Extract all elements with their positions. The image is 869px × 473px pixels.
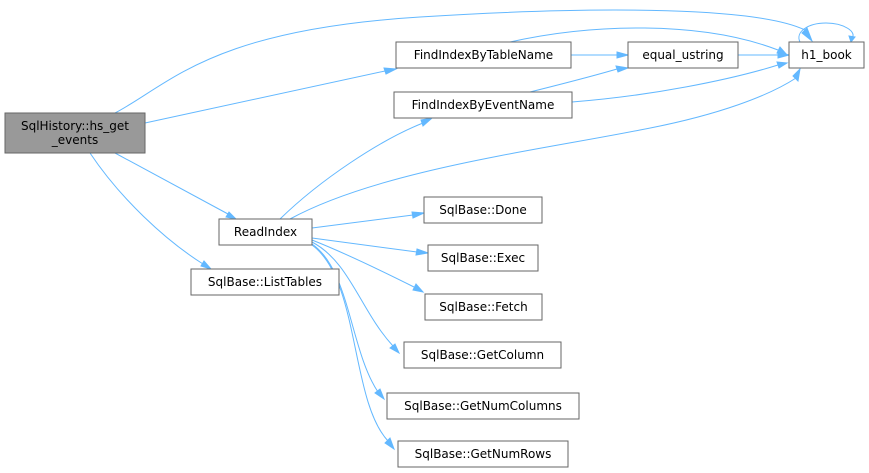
node-list-tables[interactable]: SqlBase::ListTables xyxy=(190,268,340,296)
edge-line xyxy=(311,241,394,347)
node-get-num-columns[interactable]: SqlBase::GetNumColumns xyxy=(386,392,580,420)
nodes-layer: SqlHistory::hs_get_events FindIndexByTabl… xyxy=(4,41,865,468)
node-label: ReadIndex xyxy=(234,225,297,239)
edge-line xyxy=(311,239,415,288)
edge-read_index-to-get_num_columns xyxy=(311,243,386,401)
edge-root-to-read_index xyxy=(114,152,238,220)
edge-line xyxy=(144,70,386,124)
arrow-head-icon xyxy=(616,51,630,59)
node-box xyxy=(395,41,572,69)
node-box xyxy=(397,440,569,468)
arrow-head-icon xyxy=(792,67,801,83)
node-label: h1_book xyxy=(801,48,852,62)
node-label: _events xyxy=(51,133,98,147)
arrow-head-icon xyxy=(383,67,398,75)
edge-line xyxy=(571,64,779,103)
edge-line xyxy=(311,214,414,229)
edge-find_table-to-equal_ustring xyxy=(571,51,630,59)
edge-find_event-to-h1_book xyxy=(571,61,789,103)
arrow-head-icon xyxy=(389,343,401,355)
node-label: SqlBase::GetColumn xyxy=(421,348,544,362)
edge-read_index-to-get_num_rows xyxy=(311,244,395,451)
node-equal-ustring[interactable]: equal_ustring xyxy=(627,41,739,69)
arrow-head-icon xyxy=(374,388,386,401)
edge-read_index-to-find_event xyxy=(279,117,434,220)
node-box xyxy=(4,112,146,154)
arrow-head-icon xyxy=(411,211,426,219)
node-get-num-rows[interactable]: SqlBase::GetNumRows xyxy=(397,440,569,468)
arrow-head-icon xyxy=(777,51,791,59)
node-find-event[interactable]: FindIndexByEventName xyxy=(393,91,573,119)
node-find-table[interactable]: FindIndexByTableName xyxy=(395,41,572,69)
edge-line xyxy=(114,152,229,215)
edge-line xyxy=(311,243,379,393)
edge-line xyxy=(798,22,854,43)
arrow-head-icon xyxy=(420,117,434,127)
node-box xyxy=(627,41,739,69)
node-label: equal_ustring xyxy=(642,48,723,62)
edges-layer xyxy=(89,9,856,451)
arrow-head-icon xyxy=(412,283,425,293)
edge-read_index-to-exec xyxy=(311,237,430,256)
edge-read_index-to-done xyxy=(311,211,426,229)
edge-line xyxy=(311,244,389,442)
edge-line xyxy=(289,77,797,220)
node-label: SqlBase::GetNumColumns xyxy=(404,399,562,413)
edge-read_index-to-h1_book xyxy=(289,67,801,220)
edge-line xyxy=(114,9,806,114)
node-fetch[interactable]: SqlBase::Fetch xyxy=(424,293,543,321)
node-exec[interactable]: SqlBase::Exec xyxy=(427,244,539,272)
node-label: SqlHistory::hs_get xyxy=(21,119,129,133)
edge-line xyxy=(311,237,418,253)
node-done[interactable]: SqlBase::Done xyxy=(423,196,543,224)
edge-read_index-to-fetch xyxy=(311,239,425,293)
node-label: SqlBase::Exec xyxy=(441,251,525,265)
edge-root-to-find_table xyxy=(144,67,398,124)
node-box xyxy=(386,392,580,420)
edge-root-to-list_tables xyxy=(89,152,213,270)
node-label: SqlBase::GetNumRows xyxy=(415,447,552,461)
arrow-head-icon xyxy=(801,27,814,43)
node-label: FindIndexByTableName xyxy=(414,48,553,62)
node-box xyxy=(423,196,543,224)
node-label: SqlBase::Fetch xyxy=(439,300,527,314)
node-box xyxy=(788,41,865,69)
node-box xyxy=(403,341,562,369)
edge-line xyxy=(89,152,204,265)
edge-root-to-h1_book xyxy=(114,9,814,114)
node-label: FindIndexByEventName xyxy=(412,98,555,112)
edge-equal_ustring-to-h1_book xyxy=(738,51,791,59)
node-box xyxy=(427,244,539,272)
node-read-index[interactable]: ReadIndex xyxy=(218,218,313,246)
node-root[interactable]: SqlHistory::hs_get_events xyxy=(4,112,146,154)
node-box xyxy=(424,293,543,321)
arrow-head-icon xyxy=(225,211,238,220)
node-label: SqlBase::ListTables xyxy=(208,275,322,289)
edge-read_index-to-get_column xyxy=(311,241,401,355)
node-box xyxy=(218,218,313,246)
arrow-head-icon xyxy=(415,248,430,256)
arrow-head-icon xyxy=(615,65,630,73)
edge-h1_book-to-h1_book xyxy=(798,22,856,44)
node-h1-book[interactable]: h1_book xyxy=(788,41,865,69)
arrow-head-icon xyxy=(384,437,395,451)
arrow-head-icon xyxy=(848,35,856,44)
node-box xyxy=(190,268,340,296)
node-box xyxy=(393,91,573,119)
edge-line xyxy=(279,122,424,220)
node-get-column[interactable]: SqlBase::GetColumn xyxy=(403,341,562,369)
edge-line xyxy=(509,27,779,51)
node-label: SqlBase::Done xyxy=(439,203,526,217)
arrow-head-icon xyxy=(776,61,789,69)
edge-find_event-to-equal_ustring xyxy=(529,65,630,93)
arrow-head-icon xyxy=(200,260,213,270)
edge-line xyxy=(529,68,618,93)
